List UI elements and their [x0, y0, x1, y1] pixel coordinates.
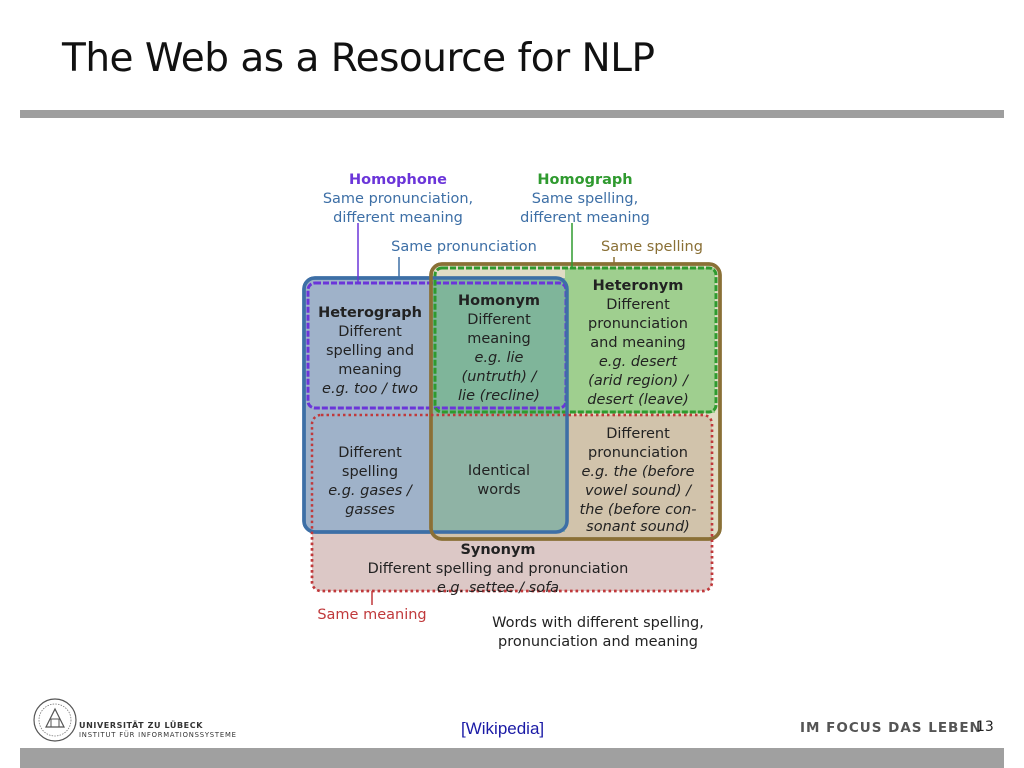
same-spelling-label: Same spelling: [601, 239, 703, 255]
homophone-desc-line2: different meaning: [333, 210, 463, 226]
heterograph-example: e.g. too / two: [322, 381, 418, 397]
heteronym-region: [565, 268, 715, 413]
page-number: 13: [976, 719, 994, 735]
words-different-line2: pronunciation and meaning: [498, 634, 698, 650]
homograph-region: [433, 266, 718, 414]
different-pronunciation-line: pronunciation: [588, 445, 688, 461]
identical-words-line: Identical: [468, 463, 530, 479]
homograph-desc-line1: Same spelling,: [532, 191, 639, 207]
heteronym-example: e.g. desert: [599, 354, 679, 370]
heteronym-line: and meaning: [590, 335, 685, 351]
words-different-line1: Words with different spelling,: [492, 615, 704, 631]
different-spelling-example: e.g. gases /: [328, 483, 414, 499]
homograph-desc-line2: different meaning: [520, 210, 650, 226]
different-pronunciation-example: the (before con-: [580, 502, 697, 518]
heteronym-title: Heteronym: [593, 278, 684, 294]
heterograph-line: Different: [338, 324, 402, 340]
university-seal-logo: [33, 698, 77, 742]
slide-title: The Web as a Resource for NLP: [62, 36, 655, 81]
different-pronunciation-example: e.g. the (before: [582, 464, 695, 480]
same-meaning-label: Same meaning: [317, 607, 426, 623]
same-pronunciation-label: Same pronunciation: [391, 239, 537, 255]
homonym-line: Different: [467, 312, 531, 328]
word-relations-venn-diagram: Homophone Same pronunciation, different …: [300, 165, 730, 660]
university-name: UNIVERSITÄT ZU LÜBECK: [79, 721, 203, 730]
same-meaning-border: [310, 413, 714, 593]
university-slogan: IM FOCUS DAS LEBEN: [800, 720, 982, 736]
heterograph-title: Heterograph: [318, 305, 422, 321]
homonym-top-region: [433, 280, 565, 413]
source-citation-link[interactable]: [Wikipedia]: [461, 719, 545, 738]
heteronym-example: desert (leave): [587, 392, 689, 408]
different-pronunciation-line: Different: [606, 426, 670, 442]
heterograph-line: spelling and: [326, 343, 414, 359]
homophone-title: Homophone: [349, 172, 447, 188]
same-pronunciation-border: [302, 276, 569, 534]
homonym-example: (untruth) /: [462, 369, 539, 385]
different-spelling-line: spelling: [342, 464, 398, 480]
heteronym-line: Different: [606, 297, 670, 313]
heterograph-line: meaning: [338, 362, 402, 378]
homonym-title: Homonym: [458, 293, 540, 309]
homonym-example: e.g. lie: [475, 350, 524, 366]
same-spelling-border: [429, 262, 722, 541]
different-spelling-line: Different: [338, 445, 402, 461]
institute-name: INSTITUT FÜR INFORMATIONSSYSTEME: [79, 731, 237, 739]
heteronym-line: pronunciation: [588, 316, 688, 332]
synonym-desc: Different spelling and pronunciation: [368, 561, 629, 577]
footer-bar: [20, 748, 1004, 768]
different-pronunciation-example: vowel sound) /: [585, 483, 693, 499]
different-spelling-example: gasses: [345, 502, 395, 518]
homophone-desc-line1: Same pronunciation,: [323, 191, 473, 207]
identical-words-line: words: [477, 482, 520, 498]
homograph-title: Homograph: [537, 172, 632, 188]
title-divider: [20, 110, 1004, 118]
homonym-example: lie (recline): [458, 388, 540, 404]
synonym-title: Synonym: [460, 542, 535, 558]
heteronym-example: (arid region) /: [588, 373, 690, 389]
synonym-example: e.g. settee / sofa: [437, 580, 559, 596]
homonym-line: meaning: [467, 331, 531, 347]
different-pronunciation-example: sonant sound): [586, 519, 690, 535]
